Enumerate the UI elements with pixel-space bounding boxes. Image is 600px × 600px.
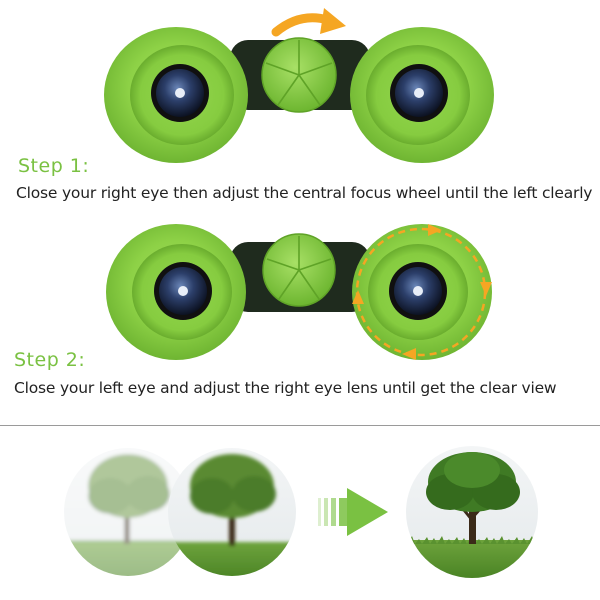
step-1-title: Step 1: xyxy=(18,155,90,177)
rotation-arrows-icon xyxy=(352,224,492,360)
binocular-step-2 xyxy=(106,224,492,360)
focus-wheel xyxy=(261,37,337,113)
right-arrow-icon xyxy=(318,488,388,536)
blurry-view-right xyxy=(168,448,296,576)
curved-arrow-icon xyxy=(271,8,346,37)
section-divider xyxy=(0,425,600,426)
focus-wheel xyxy=(262,233,336,307)
step-2-title: Step 2: xyxy=(14,349,86,371)
binocular-step-1 xyxy=(104,8,494,163)
step-1-description: Close your right eye then adjust the cen… xyxy=(16,184,593,202)
focus-comparison-illustration xyxy=(64,446,538,578)
step-2-description: Close your left eye and adjust the right… xyxy=(14,379,557,397)
clear-view xyxy=(406,446,538,578)
